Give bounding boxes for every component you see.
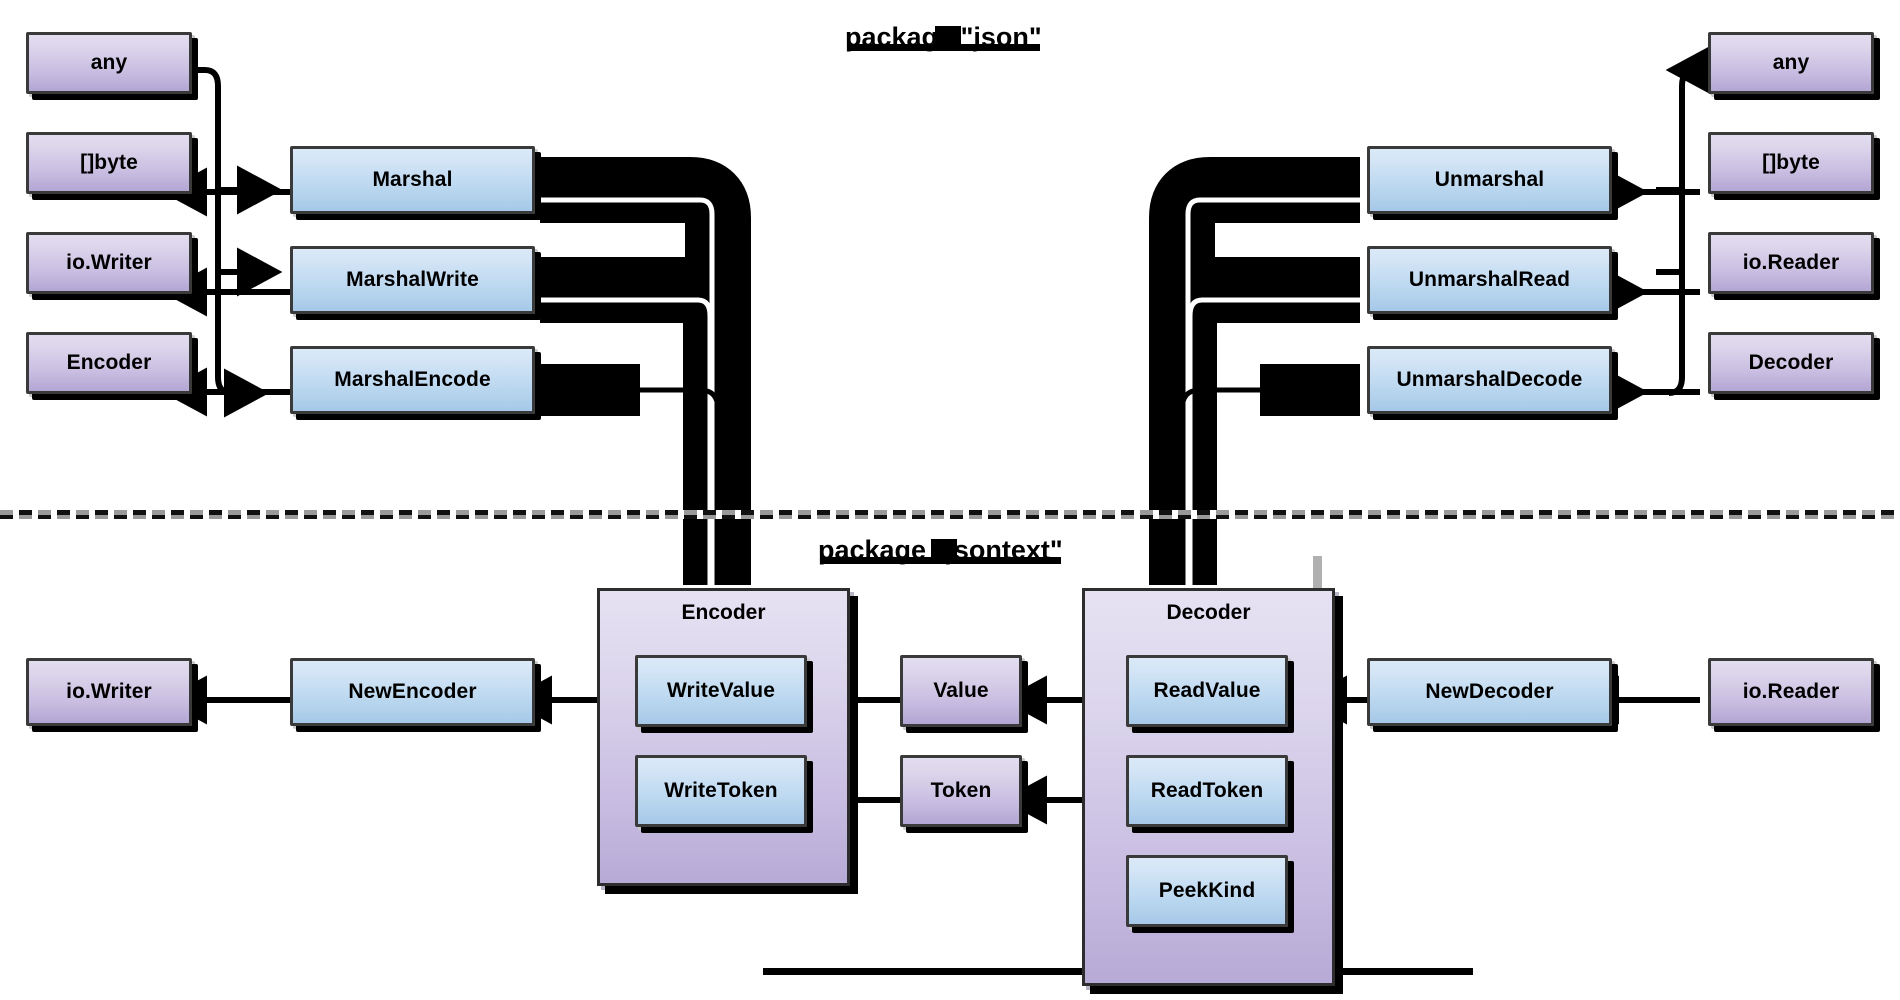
node-label: []byte: [80, 151, 138, 174]
node-label: Value: [933, 679, 989, 702]
method-write-value[interactable]: WriteValue: [635, 655, 807, 727]
type-iowriter-left[interactable]: io.Writer: [26, 232, 192, 294]
method-write-token[interactable]: WriteToken: [635, 755, 807, 827]
func-unmarshal-decode[interactable]: UnmarshalDecode: [1367, 346, 1612, 414]
node-label: Token: [930, 779, 992, 802]
decoder-top-tick: [1313, 556, 1322, 588]
left-input-wires: [196, 67, 283, 418]
node-label: Unmarshal: [1434, 168, 1545, 191]
method-peek-kind[interactable]: PeekKind: [1126, 855, 1288, 927]
method-read-value[interactable]: ReadValue: [1126, 655, 1288, 727]
decoder-group-title: Decoder: [1166, 601, 1251, 624]
type-bytes-right[interactable]: []byte: [1708, 132, 1874, 194]
func-marshal-encode[interactable]: MarshalEncode: [290, 346, 535, 414]
node-label: WriteToken: [664, 779, 778, 802]
node-label: ReadValue: [1153, 679, 1261, 702]
node-label: []byte: [1762, 151, 1820, 174]
package-divider: [0, 510, 1900, 515]
encoder-group-title: Encoder: [681, 601, 766, 624]
node-label: WriteValue: [667, 679, 775, 702]
node-label: io.Writer: [66, 251, 152, 274]
node-label: MarshalWrite: [346, 268, 479, 291]
func-marshal-write[interactable]: MarshalWrite: [290, 246, 535, 314]
node-label: Marshal: [372, 168, 453, 191]
right-input-wires: [1656, 45, 1712, 396]
package-jsontext-title-text: package "jsontext": [818, 535, 1063, 565]
node-label: any: [1772, 51, 1810, 74]
type-any-right[interactable]: any: [1708, 32, 1874, 94]
node-label: io.Reader: [1742, 251, 1840, 274]
node-label: UnmarshalRead: [1408, 268, 1571, 291]
node-label: io.Writer: [66, 680, 152, 703]
package-json-title: package "json": [845, 22, 1042, 53]
node-label: NewEncoder: [348, 680, 477, 703]
node-label: io.Reader: [1742, 680, 1840, 703]
type-decoder-right[interactable]: Decoder: [1708, 332, 1874, 394]
node-label: ReadToken: [1150, 779, 1264, 802]
type-encoder-left[interactable]: Encoder: [26, 332, 192, 394]
type-iowriter-bottom[interactable]: io.Writer: [26, 658, 192, 726]
func-unmarshal-read[interactable]: UnmarshalRead: [1367, 246, 1612, 314]
unmarshal-to-decoder-wires: [1149, 157, 1360, 585]
func-new-decoder[interactable]: NewDecoder: [1367, 658, 1612, 726]
node-label: PeekKind: [1158, 879, 1256, 902]
package-divider-shadow: [0, 515, 1900, 519]
func-marshal[interactable]: Marshal: [290, 146, 535, 214]
left-output-wires: [161, 167, 290, 417]
package-jsontext-title: package "jsontext": [818, 535, 1063, 566]
type-token[interactable]: Token: [900, 755, 1022, 827]
marshal-to-encoder-wires: [540, 157, 751, 585]
node-label: NewDecoder: [1425, 680, 1554, 703]
right-output-wires: [1602, 167, 1700, 417]
type-value[interactable]: Value: [900, 655, 1022, 727]
package-json-title-text: package "json": [845, 22, 1042, 52]
encoder-group[interactable]: Encoder: [597, 588, 850, 886]
type-bytes-left[interactable]: []byte: [26, 132, 192, 194]
node-label: any: [90, 51, 128, 74]
type-ioreader-right[interactable]: io.Reader: [1708, 232, 1874, 294]
func-new-encoder[interactable]: NewEncoder: [290, 658, 535, 726]
type-ioreader-bottom[interactable]: io.Reader: [1708, 658, 1874, 726]
node-label: Encoder: [66, 351, 152, 374]
type-any-left[interactable]: any: [26, 32, 192, 94]
node-label: UnmarshalDecode: [1396, 368, 1583, 391]
node-label: Decoder: [1748, 351, 1834, 374]
node-label: MarshalEncode: [334, 368, 491, 391]
method-read-token[interactable]: ReadToken: [1126, 755, 1288, 827]
func-unmarshal[interactable]: Unmarshal: [1367, 146, 1612, 214]
